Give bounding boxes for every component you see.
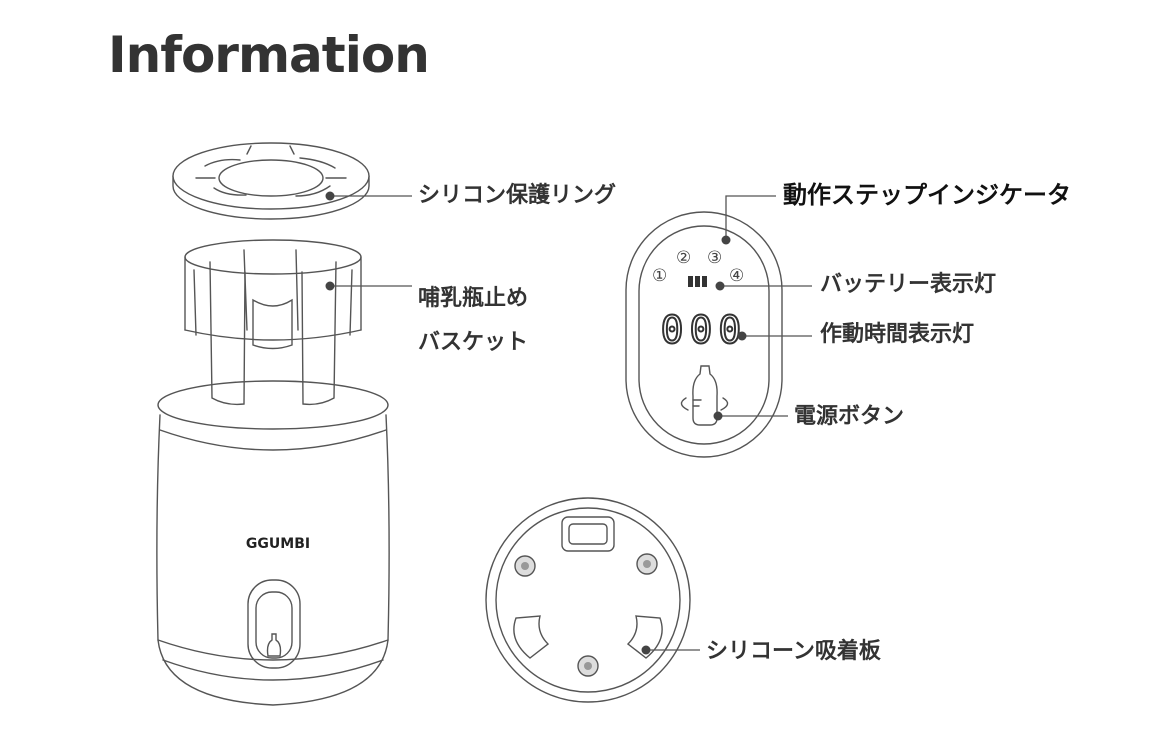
step-number-3: ③ xyxy=(707,248,722,268)
label-battery-indicator: バッテリー表示灯 xyxy=(820,272,997,297)
silicone-ring xyxy=(172,142,370,220)
label-suction-plate: シリコーン吸着板 xyxy=(706,639,881,664)
label-bottle-basket: 哺乳瓶止め バスケット xyxy=(418,277,528,365)
warmer-body xyxy=(156,380,390,706)
bottle-basket xyxy=(184,239,362,406)
step-number-1: ① xyxy=(652,266,667,286)
label-power-button: 電源ボタン xyxy=(794,404,905,429)
label-silicone-ring: シリコン保護リング xyxy=(418,183,617,208)
brand-logo: GGUMBI xyxy=(246,536,310,552)
label-time-indicator: 作動時間表示灯 xyxy=(820,322,975,347)
callout-dots xyxy=(325,191,747,655)
page-title: Information xyxy=(108,26,430,84)
step-number-4: ④ xyxy=(729,266,744,286)
label-bottle-basket-line2: バスケット xyxy=(418,330,529,355)
step-number-2: ② xyxy=(676,248,691,268)
power-button-icon xyxy=(680,365,729,426)
time-display: 000 xyxy=(661,308,748,352)
label-step-indicator: 動作ステップインジケータ xyxy=(783,181,1071,209)
label-bottle-basket-line1: 哺乳瓶止め xyxy=(418,286,529,311)
suction-base xyxy=(485,497,691,703)
control-panel xyxy=(625,211,783,458)
